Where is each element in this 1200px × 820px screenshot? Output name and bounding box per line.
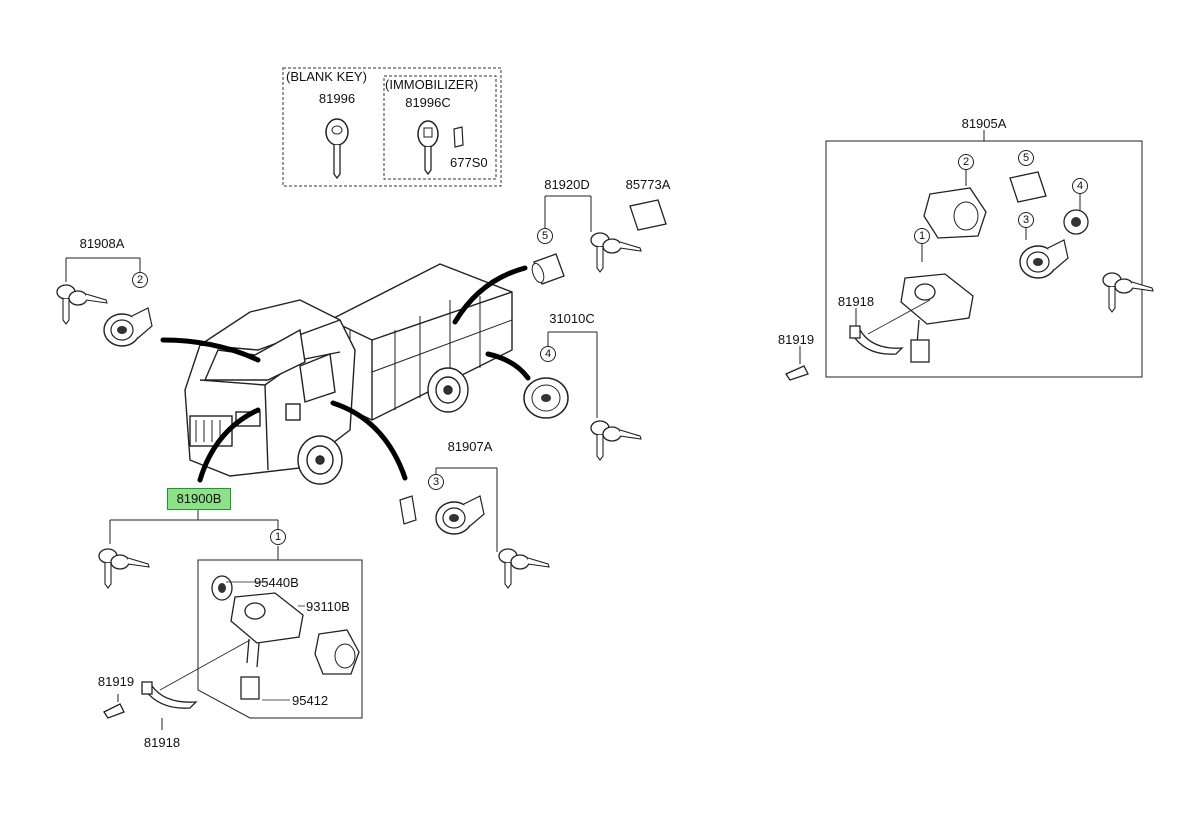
part-label-81907a[interactable]: 81907A <box>447 439 493 454</box>
callout-2-right: 2 <box>958 154 974 170</box>
part-label-81919-right[interactable]: 81919 <box>777 332 815 347</box>
part-label-677s0[interactable]: 677S0 <box>450 155 488 170</box>
callout-3-mid: 3 <box>428 474 444 490</box>
part-label-81908a[interactable]: 81908A <box>79 236 125 251</box>
part-label-31010c[interactable]: 31010C <box>549 311 595 326</box>
callout-1-left: 1 <box>270 529 286 545</box>
callout-1-right: 1 <box>914 228 930 244</box>
part-label-81996[interactable]: 81996 <box>318 91 356 106</box>
immobilizer-title: (IMMOBILIZER) <box>385 77 479 92</box>
part-label-93110b[interactable]: 93110B <box>306 599 350 614</box>
callout-3-right: 3 <box>1018 212 1034 228</box>
blank-key-title: (BLANK KEY) <box>286 69 367 84</box>
part-label-81905a[interactable]: 81905A <box>961 116 1007 131</box>
part-label-81900b-highlighted[interactable]: 81900B <box>167 488 231 510</box>
callout-5-right: 5 <box>1018 150 1034 166</box>
part-label-95440b[interactable]: 95440B <box>254 575 299 590</box>
part-label-85773a[interactable]: 85773A <box>625 177 671 192</box>
callout-2-left: 2 <box>132 272 148 288</box>
part-label-95412[interactable]: 95412 <box>292 693 329 708</box>
part-label-81996c[interactable]: 81996C <box>405 95 451 110</box>
callout-4-mid: 4 <box>540 346 556 362</box>
part-label-81919-left[interactable]: 81919 <box>97 674 135 689</box>
part-label-81920d[interactable]: 81920D <box>544 177 590 192</box>
part-label-81918-left[interactable]: 81918 <box>143 735 181 750</box>
part-label-81918-right[interactable]: 81918 <box>837 294 875 309</box>
callout-5-mid: 5 <box>537 228 553 244</box>
callout-4-right: 4 <box>1072 178 1088 194</box>
